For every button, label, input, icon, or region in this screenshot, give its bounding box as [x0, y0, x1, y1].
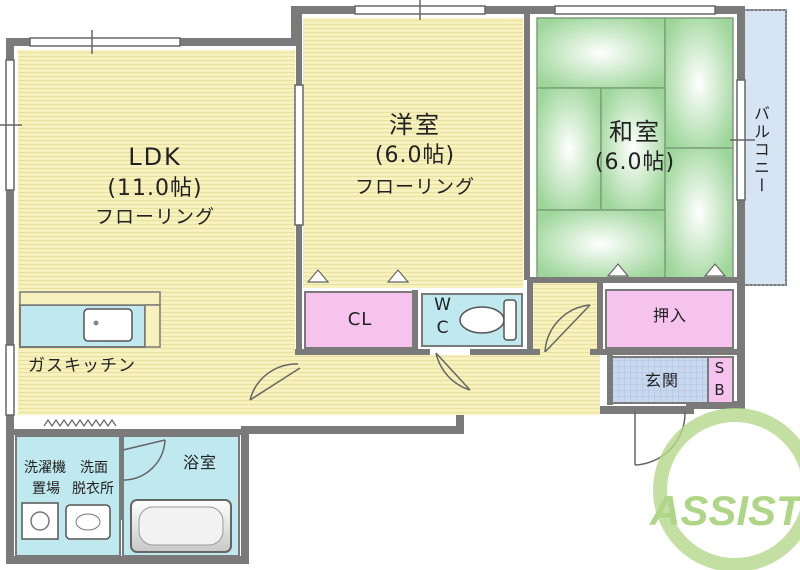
- assist-logo: ASSIST: [649, 408, 800, 570]
- entrance-label: 玄関: [644, 371, 679, 390]
- washroom-label-1: 洗面: [80, 460, 108, 476]
- oshiire-closet: [605, 289, 734, 349]
- windows: [0, 0, 755, 416]
- ldk-size: (11.0帖): [107, 176, 203, 201]
- doors: [122, 304, 686, 481]
- western-name: 洋室: [389, 111, 441, 139]
- closet: [304, 291, 414, 349]
- japanese-size: (6.0帖): [594, 150, 676, 175]
- japanese-tatami: [536, 17, 734, 279]
- western-size: (6.0帖): [374, 143, 456, 168]
- ldk-floor: [18, 50, 295, 415]
- shoe-box: [707, 356, 734, 404]
- laundry-label-2: 置場: [32, 481, 60, 497]
- ldk-floor-type: フローリング: [94, 206, 215, 228]
- western-floor-type: フローリング: [354, 176, 475, 198]
- closet-label: CL: [347, 309, 373, 330]
- washing-machine-icon: [21, 502, 59, 540]
- bath-label: 浴室: [182, 453, 217, 472]
- shoebox-s: S: [714, 359, 726, 377]
- logo-text: ASSIST: [649, 487, 800, 534]
- oshiire-label: 押入: [652, 306, 687, 325]
- japanese-name: 和室: [609, 118, 661, 146]
- washroom-label-2: 脱衣所: [72, 481, 114, 497]
- kitchen-label: ガスキッチン: [28, 356, 136, 376]
- ldk-name: LDK: [128, 143, 182, 171]
- entrance: [611, 356, 709, 404]
- wc-label-c: C: [436, 318, 450, 338]
- wash-basin-icon: [65, 504, 111, 540]
- shoebox-b: B: [714, 381, 726, 399]
- laundry-label-1: 洗濯機: [24, 460, 66, 476]
- wc-label-w: W: [434, 295, 452, 315]
- toilet-icon: [459, 306, 505, 334]
- sink-icon: [83, 308, 133, 342]
- balcony-label: バルコニー: [751, 105, 770, 195]
- western-floor: [303, 18, 523, 288]
